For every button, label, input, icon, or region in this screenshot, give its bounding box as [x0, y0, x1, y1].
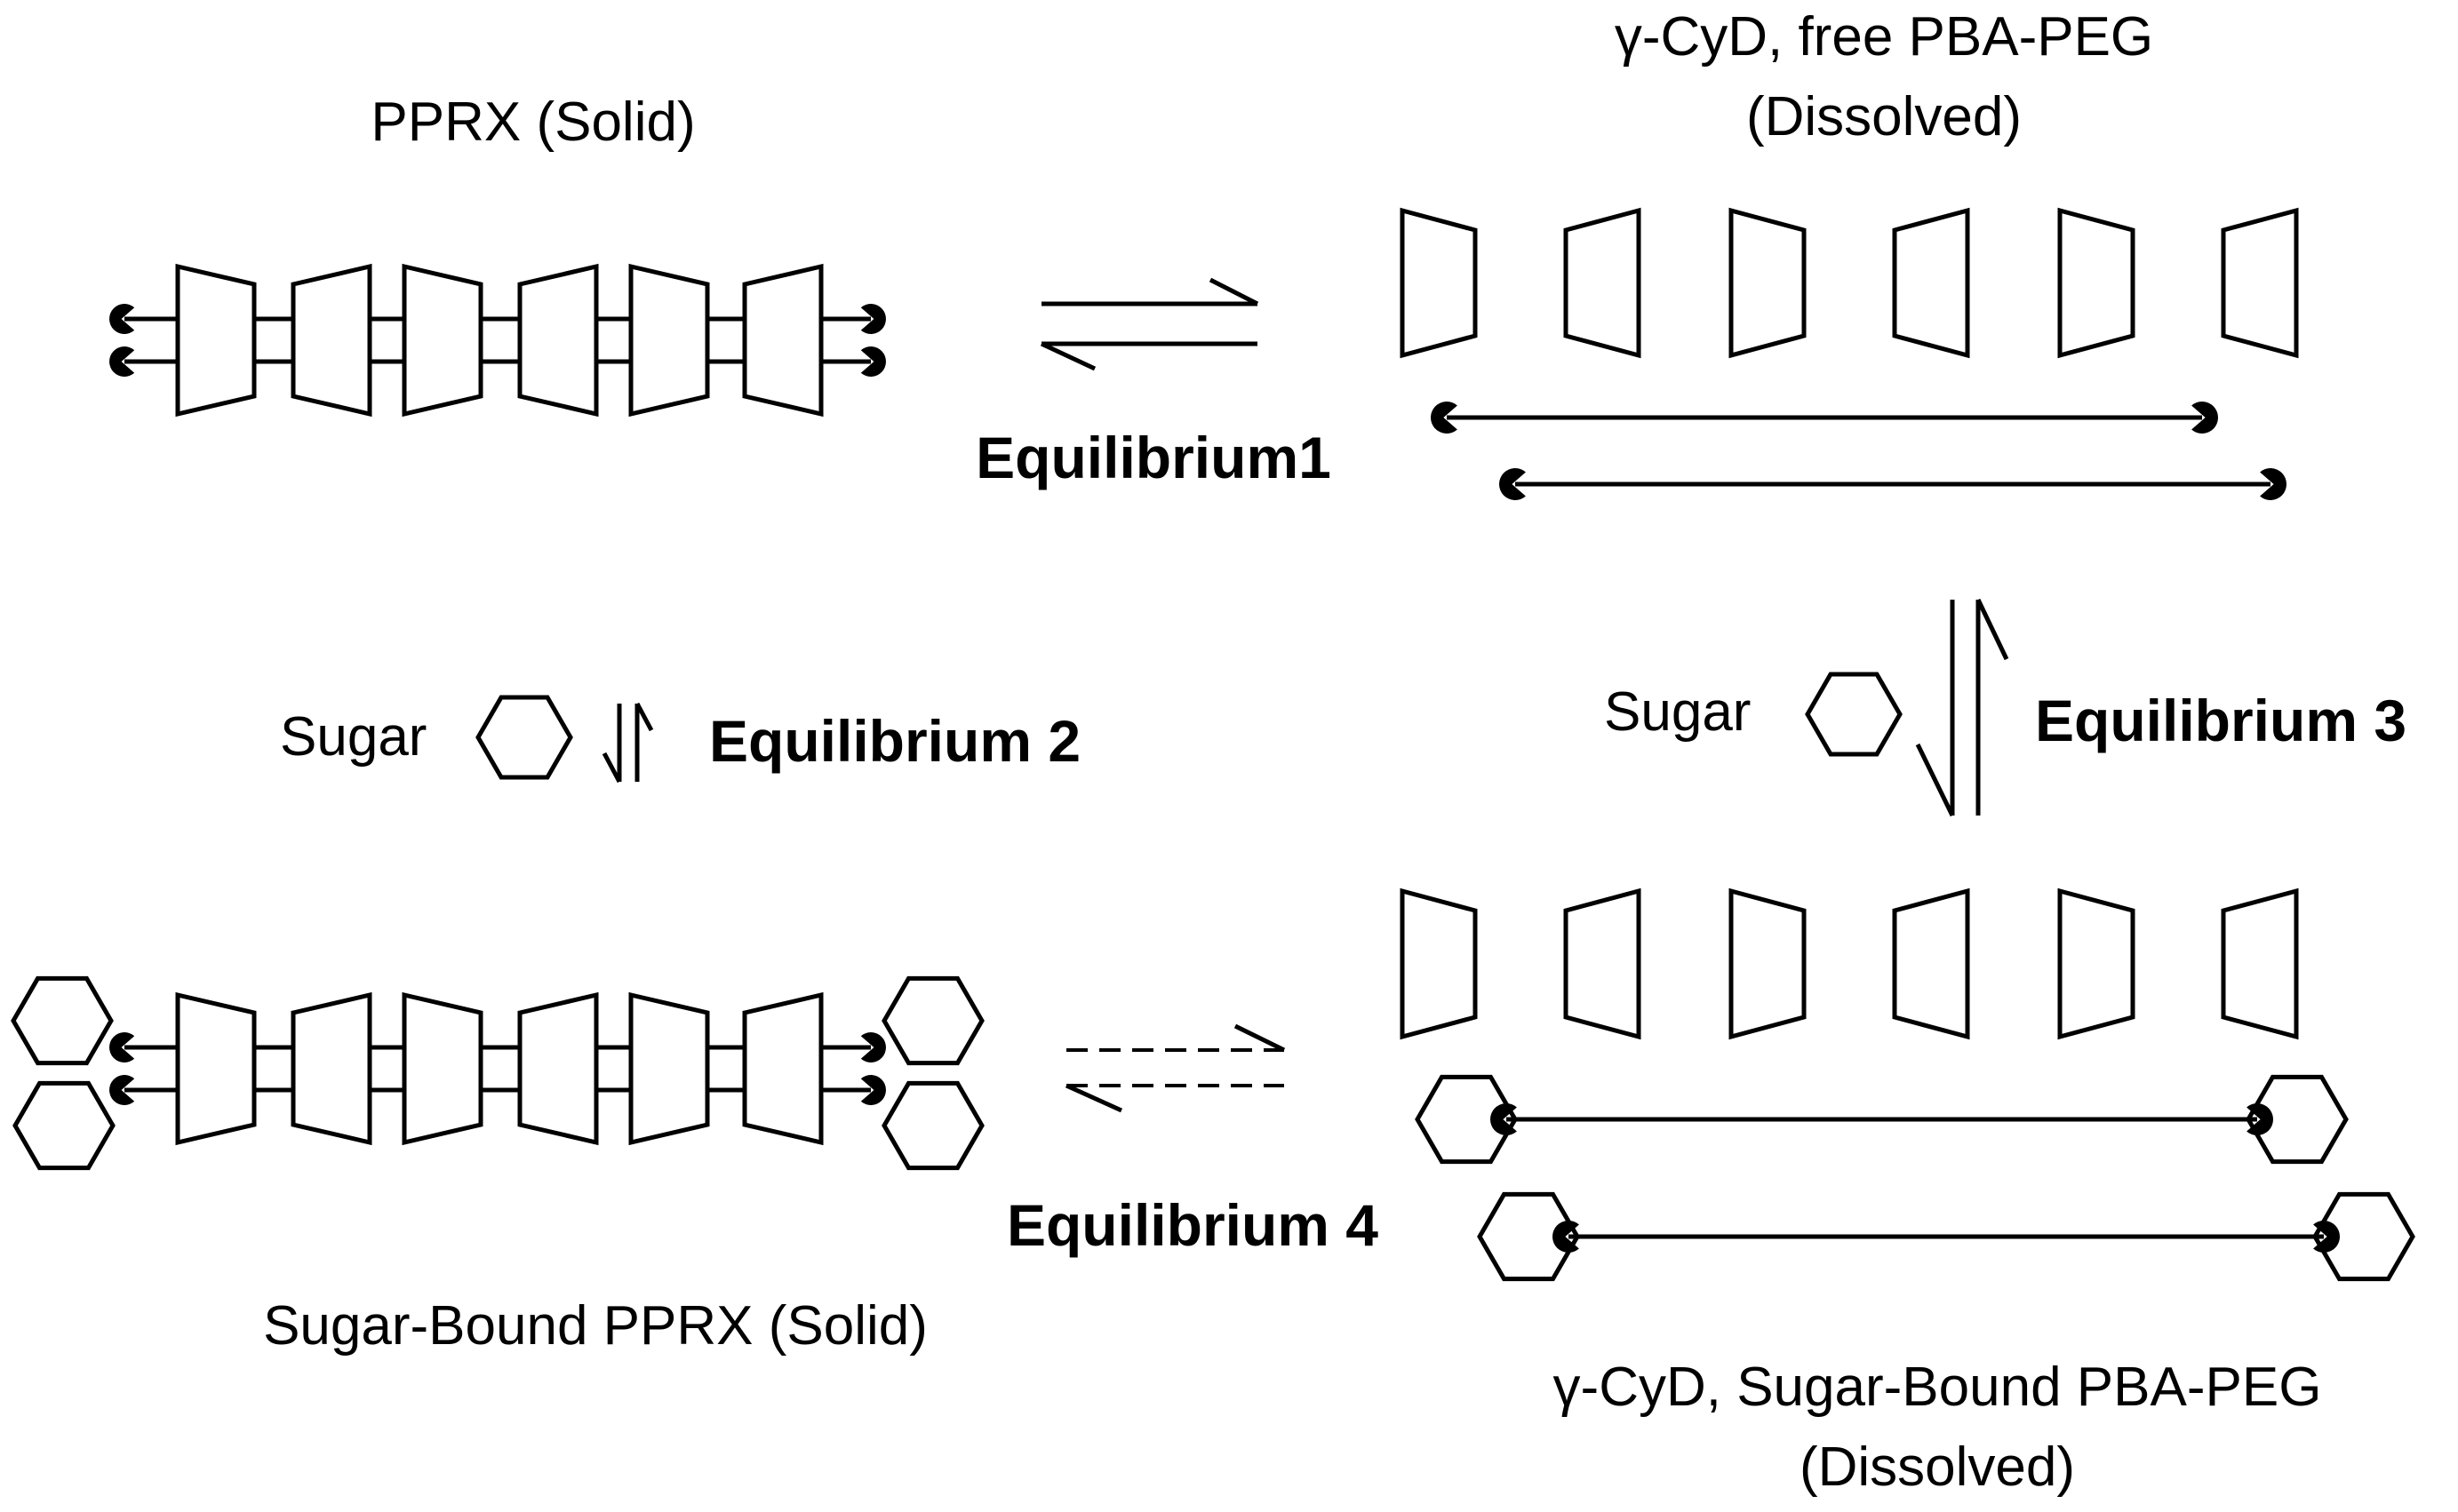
sugar-left-label: Sugar — [280, 706, 427, 768]
bound-state-title-line1: γ-CyD, Sugar-Bound PBA-PEG — [1553, 1357, 2322, 1418]
sugar-hexagon-icon — [1805, 672, 1903, 757]
pba-end-cap — [109, 346, 135, 377]
up-arrow-head — [634, 702, 654, 732]
cyclodextrin-ring — [2221, 207, 2299, 359]
pba-end-cap — [860, 346, 886, 377]
cyclodextrin-ring — [291, 991, 372, 1146]
free-state-title-line2: (Dissolved) — [1746, 86, 2022, 147]
pba-end-cap — [860, 304, 886, 334]
sugar-hexagon-icon — [12, 1080, 116, 1171]
cyclodextrin-ring — [175, 991, 257, 1146]
cyclodextrin-ring — [628, 263, 710, 418]
cyclodextrin-ring — [1400, 887, 1478, 1040]
pba-end-cap — [2260, 468, 2287, 500]
free-state-title-line1: γ-CyD, free PBA-PEG — [1615, 6, 2153, 68]
pprx-solid-label: PPRX (Solid) — [371, 92, 695, 153]
equilibrium-1-label: Equilibrium1 — [976, 425, 1331, 490]
forward-dashed-head — [1233, 1023, 1286, 1053]
pba-end-cap — [109, 1075, 135, 1105]
sugar-hexagon-icon — [11, 975, 114, 1066]
sugar-right-label: Sugar — [1604, 681, 1751, 743]
cyclodextrin-ring — [1400, 207, 1478, 359]
pba-end-cap — [109, 303, 135, 334]
cyclodextrin-ring — [1728, 887, 1807, 1040]
cyclodextrin-ring — [2057, 887, 2135, 1040]
cyclodextrin-ring — [1892, 207, 1970, 359]
bound-state-title-line2: (Dissolved) — [1800, 1436, 2075, 1498]
reverse-arrow-head — [1040, 341, 1097, 371]
pba-end-cap — [2191, 401, 2219, 434]
down-arrow-head — [602, 752, 622, 784]
cyclodextrin-ring — [628, 991, 710, 1146]
reverse-dashed-head — [1065, 1083, 1123, 1113]
sugar-bound-pprx-label: Sugar-Bound PPRX (Solid) — [263, 1295, 928, 1357]
cyclodextrin-ring — [2221, 887, 2299, 1040]
cyclodextrin-ring — [1892, 887, 1970, 1040]
cyclodextrin-ring — [517, 991, 599, 1146]
pba-end-cap — [860, 1032, 886, 1062]
forward-arrow-head — [1209, 277, 1259, 306]
cyclodextrin-ring — [742, 263, 824, 418]
sugar-bound-pprx-assembly — [11, 975, 985, 1171]
free-cyclodextrin-row — [1400, 207, 2299, 359]
pba-end-cap — [860, 1075, 886, 1105]
sugar-hexagon-icon — [1415, 1074, 1518, 1165]
equilibrium-4-label: Equilibrium 4 — [1007, 1192, 1378, 1258]
cyclodextrin-ring — [742, 991, 824, 1146]
sugar-bound-pba-peg-chains — [1415, 1074, 2415, 1282]
equilibrium-3-arrows — [1915, 598, 2009, 817]
up-arrow-head — [1975, 598, 2009, 661]
sugar-hexagon-icon — [2246, 1074, 2349, 1165]
sugar-hexagon-icon — [1477, 1191, 1580, 1282]
pba-end-cap — [1430, 401, 1457, 434]
equilibrium-2-arrows — [602, 702, 654, 784]
pprx-top-assembly — [109, 263, 886, 418]
sugar-hexagon-icon — [2312, 1191, 2415, 1282]
sugar-hexagon-icon — [882, 975, 985, 1066]
equilibrium-4-arrows — [1065, 1023, 1286, 1113]
bound-cyclodextrin-row — [1400, 887, 2299, 1040]
sugar-hexagon-icon — [475, 695, 573, 780]
pba-end-cap — [1498, 468, 1526, 500]
cyclodextrin-ring — [1563, 207, 1641, 359]
free-pba-peg-chains — [1430, 401, 2287, 500]
cyclodextrin-ring — [517, 263, 599, 418]
cyclodextrin-ring — [1563, 887, 1641, 1040]
cyclodextrin-ring — [2057, 207, 2135, 359]
cyclodextrin-ring — [1728, 207, 1807, 359]
equilibrium-1-arrows — [1040, 277, 1259, 371]
down-arrow-head — [1915, 743, 1955, 817]
cyclodextrin-ring — [291, 263, 372, 418]
cyclodextrin-ring — [175, 263, 257, 418]
sugar-hexagon-icon — [882, 1080, 985, 1171]
equilibrium-3-label: Equilibrium 3 — [2035, 688, 2406, 753]
equilibrium-2-label: Equilibrium 2 — [709, 708, 1081, 774]
cyclodextrin-ring — [402, 263, 483, 418]
pba-end-cap — [109, 1032, 135, 1062]
cyclodextrin-ring — [402, 991, 483, 1146]
